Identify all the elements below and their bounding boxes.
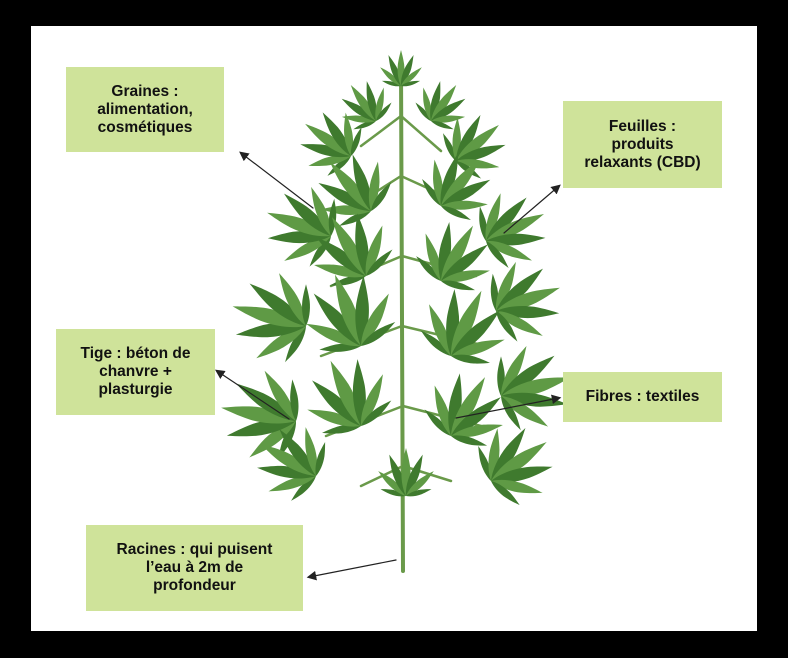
label-feuilles: Feuilles : produits relaxants (CBD)	[563, 101, 722, 188]
label-fibres: Fibres : textiles	[563, 372, 722, 422]
callout-arrows	[215, 151, 562, 581]
arrow-graines	[239, 151, 314, 209]
label-feuilles-line-1: Feuilles :	[608, 117, 677, 135]
label-racines: Racines : qui puisent l’eau à 2m de prof…	[86, 525, 303, 611]
label-racines-line-1: Racines : qui puisent	[116, 541, 273, 558]
hemp-leaf-3	[413, 80, 468, 132]
label-graines-line-1: Graines :	[111, 82, 179, 100]
label-feuilles-line-2: produits	[611, 135, 674, 153]
label-fibres-line-1: Fibres : textiles	[585, 388, 700, 405]
branch-12	[401, 464, 453, 483]
plant-leaves	[219, 50, 573, 508]
label-graines-line-3: cosmétiques	[97, 118, 193, 136]
branch-1	[359, 114, 403, 148]
hemp-leaf-9	[476, 191, 547, 271]
label-graines: Graines : alimentation, cosmétiques	[66, 67, 224, 152]
arrow-feuilles	[503, 184, 561, 234]
arrow-fibres	[455, 394, 562, 419]
label-racines-line-3: profondeur	[153, 577, 236, 594]
hemp-leaf-2	[339, 80, 394, 132]
label-tige-line-3: plasturgie	[98, 381, 173, 398]
label-tige-line-1: Tige : béton de	[80, 345, 191, 362]
label-tige-line-2: chanvre +	[99, 363, 172, 380]
label-racines-line-2: l’eau à 2m de	[145, 559, 244, 576]
hemp-leaf-12	[230, 270, 312, 365]
label-feuilles-line-3: relaxants (CBD)	[584, 153, 701, 171]
arrow-tige	[215, 369, 290, 420]
arrow-racines	[306, 559, 397, 581]
label-graines-line-2: alimentation,	[97, 100, 193, 118]
hemp-plant-illustration	[215, 50, 573, 581]
hemp-leaf-1	[378, 50, 424, 88]
hemp-leaf-13	[489, 259, 563, 344]
label-tige: Tige : béton de chanvre + plasturgie	[56, 329, 215, 415]
branch-2	[399, 114, 443, 153]
diagram-panel: Graines : alimentation, cosmétiques Feui…	[31, 26, 757, 631]
